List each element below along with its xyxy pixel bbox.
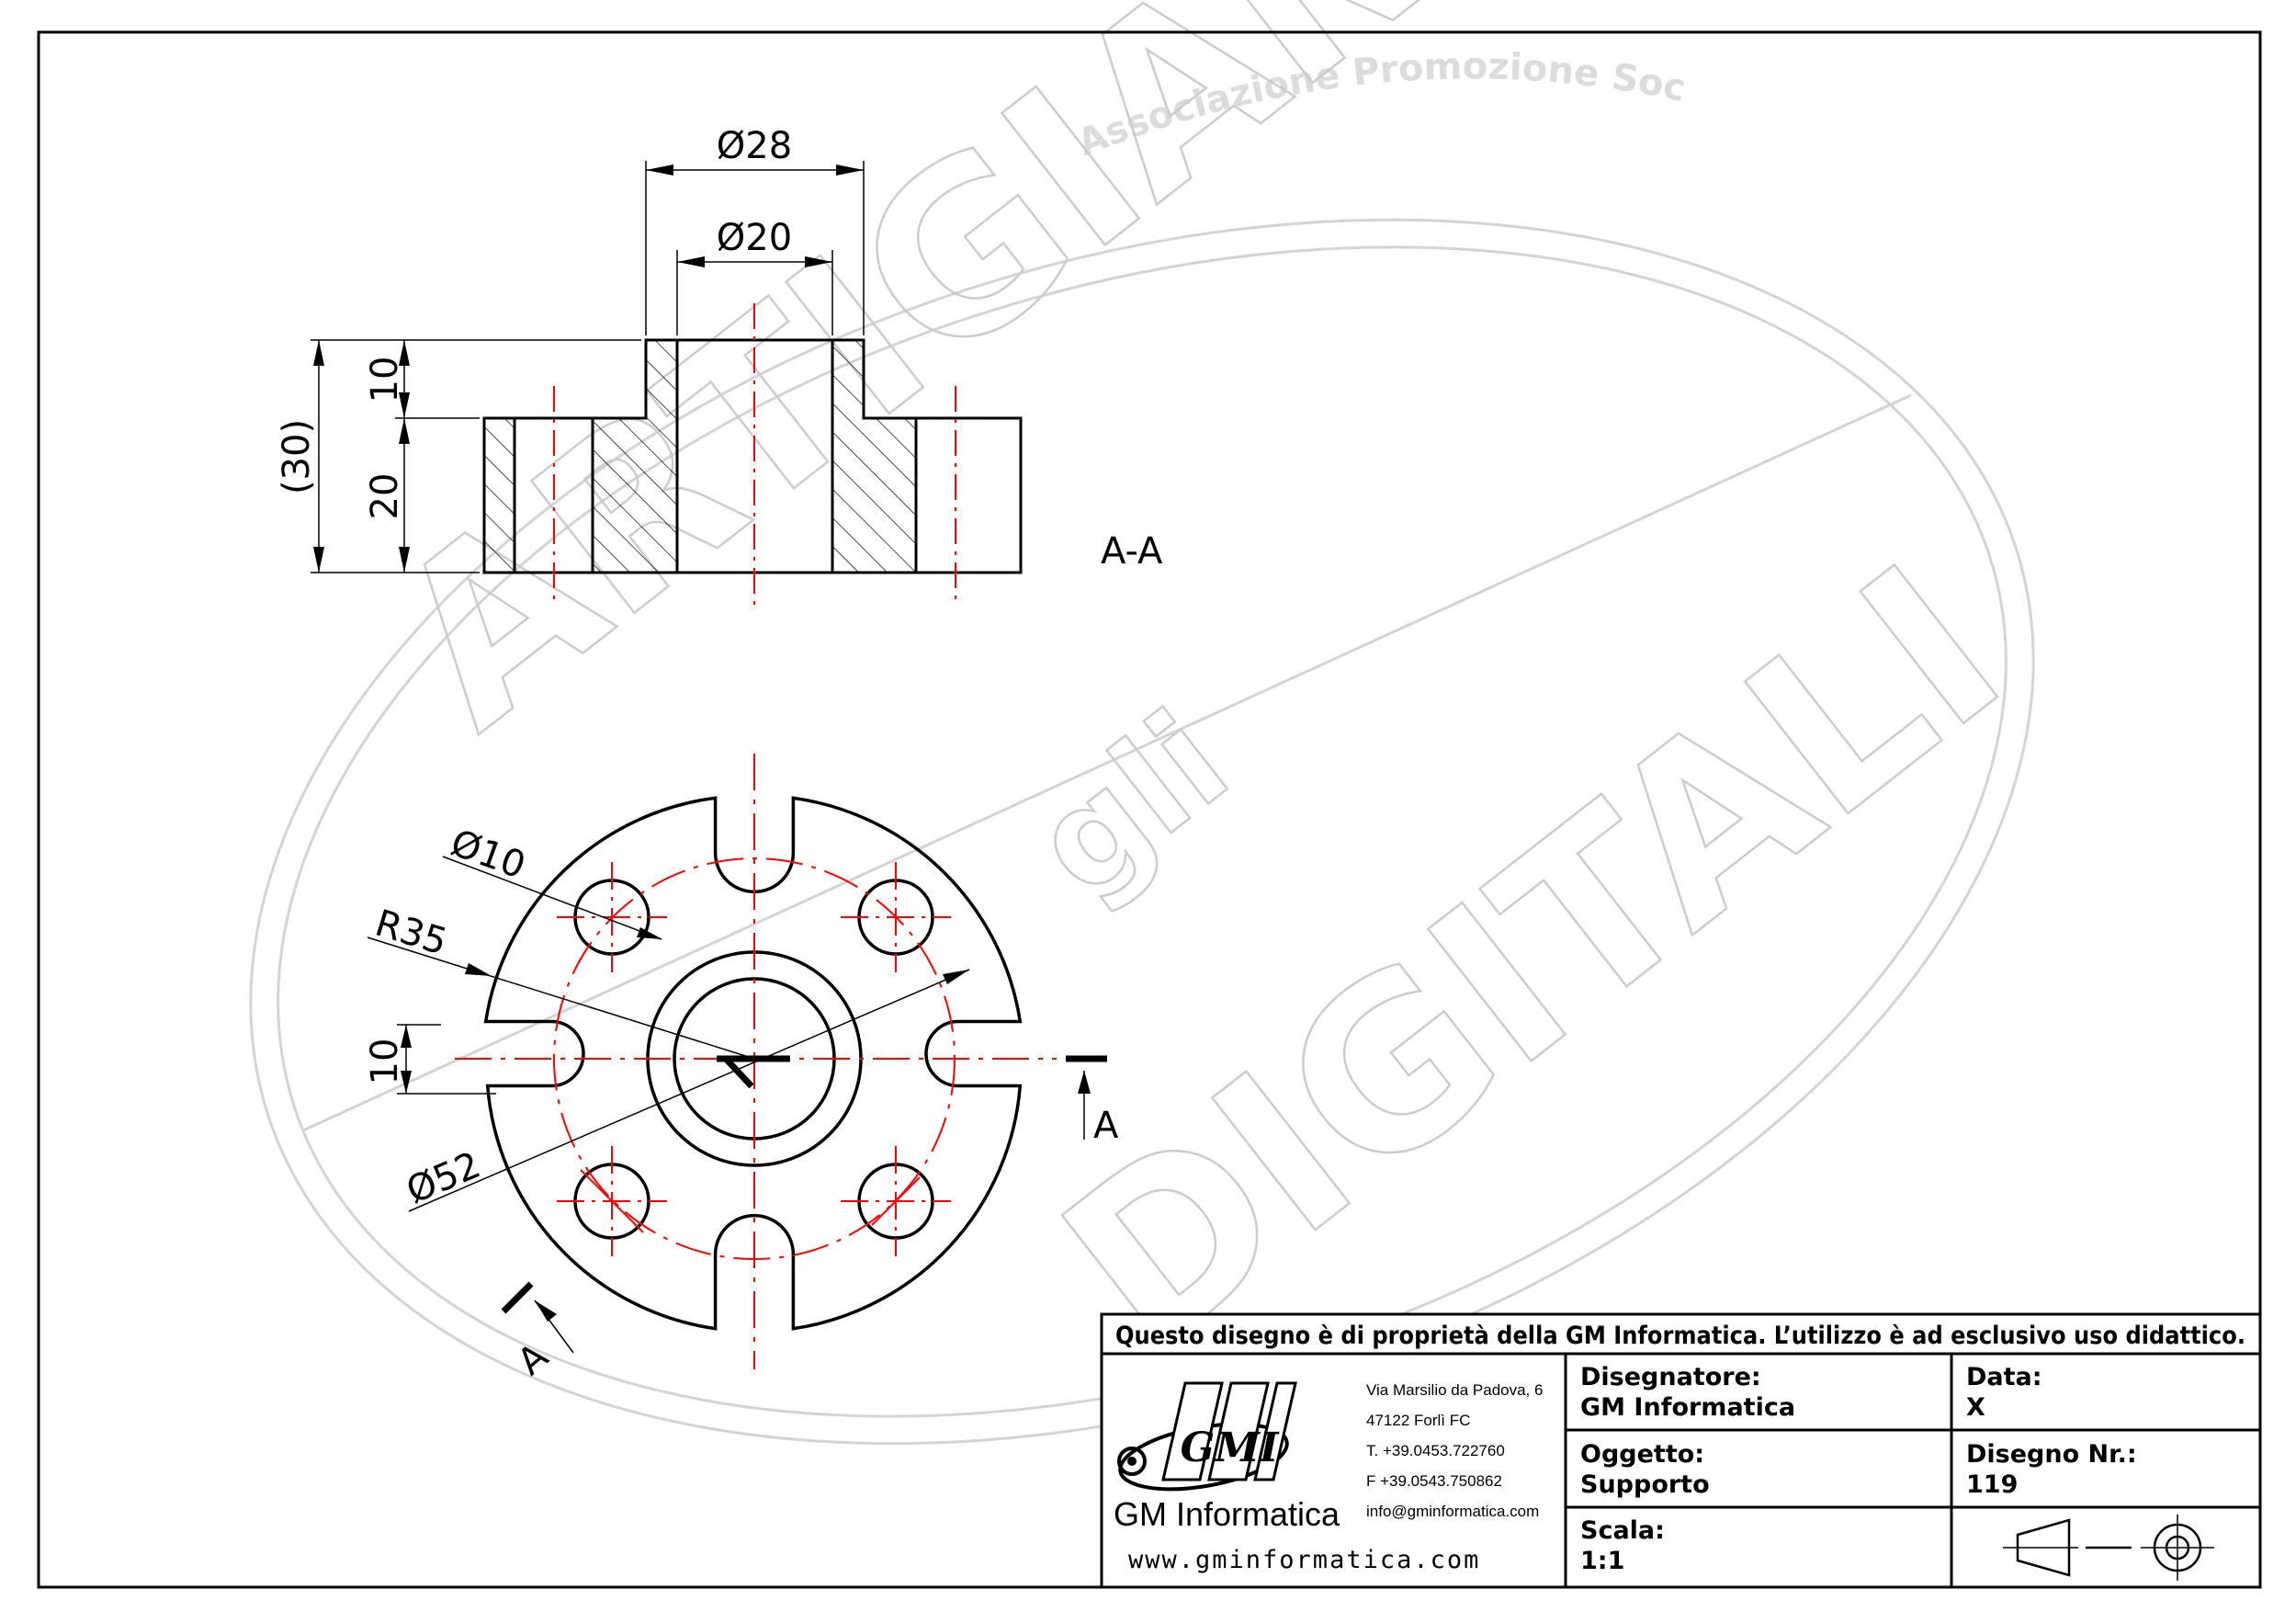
arrow-slot-top (401, 1025, 412, 1048)
company-logo: GMI (1117, 1381, 1297, 1492)
object-label: Oggetto: (1580, 1440, 1704, 1469)
title-block-frame (1100, 1312, 2262, 1589)
dim-h20: 20 (364, 473, 406, 520)
arrow-d28-left (646, 165, 673, 176)
leader-r35 (367, 936, 755, 1060)
arrow-slot-bottom (401, 1071, 412, 1094)
scale-value: 1:1 (1580, 1547, 1624, 1575)
scale-label: Scala: (1580, 1516, 1665, 1545)
hole-cl-br-diag (871, 1176, 921, 1226)
top-view: Ø10 R35 Ø52 10 A A (364, 754, 1119, 1384)
address-phone: T. +39.0453.722760 (1366, 1442, 1505, 1459)
arrow-h20-top (399, 418, 410, 444)
dim-h10: 10 (364, 357, 406, 403)
watermark-word-mid: gli (1006, 682, 1257, 927)
arrow-d52 (943, 970, 969, 984)
drawing-number-value: 119 (1966, 1470, 2018, 1499)
leader-d10 (442, 856, 662, 940)
date-value: X (1966, 1393, 1985, 1422)
designer-label: Disegnatore: (1580, 1363, 1761, 1391)
dim-h30: (30) (276, 419, 318, 494)
section-view-a-a: Ø28 Ø20 10 20 (30) A-A (276, 125, 1163, 611)
arrow-h10-top (399, 340, 410, 366)
dim-d52: Ø52 (401, 1144, 487, 1213)
address-email: info@gminformatica.com (1366, 1503, 1539, 1520)
flange-outline-with-slots (483, 796, 1023, 1331)
logo-bar-2 (1207, 1381, 1270, 1481)
dim-d28: Ø28 (717, 125, 792, 167)
logo-dot-inner (1127, 1457, 1137, 1466)
arrow-h30-top (313, 340, 324, 366)
dim-r35: R35 (370, 902, 452, 964)
projection-symbol-icon (2003, 1515, 2214, 1581)
cut-arrow-right-head (1078, 1071, 1091, 1094)
cut-plane-center-diag (723, 1056, 754, 1089)
logo-bar-1 (1161, 1381, 1224, 1481)
company-name: GM Informatica (1114, 1495, 1340, 1533)
address-line-1: Via Marsilio da Padova, 6 (1366, 1381, 1543, 1399)
drawing-number-label: Disegno Nr.: (1966, 1440, 2137, 1469)
watermark-diagonal-line (302, 393, 1912, 1132)
projection-cone (2016, 1518, 2071, 1577)
arrow-h20-bottom (399, 547, 410, 573)
cut-arrow-left-head (535, 1300, 557, 1322)
logo-dot (1117, 1447, 1147, 1476)
date-label: Data: (1966, 1363, 2042, 1391)
hole-cl-bl-diag (580, 1169, 644, 1233)
arrow-d20-right (805, 256, 832, 267)
arrow-d10 (637, 927, 662, 939)
hatch-left-flange (484, 418, 515, 573)
dim-d20: Ø20 (717, 217, 792, 259)
address-line-2: 47122 Forlì FC (1366, 1412, 1470, 1429)
hatch-left-hub (593, 340, 677, 573)
arrow-h30-bottom (313, 547, 324, 573)
cut-label-right: A (1093, 1105, 1119, 1147)
section-label: A-A (1101, 530, 1163, 573)
section-outline (482, 338, 1023, 574)
dim-d10: Ø10 (446, 822, 531, 887)
arrow-d28-right (836, 165, 864, 176)
logo-bar-3 (1253, 1381, 1297, 1481)
logo-text: GMI (1181, 1424, 1280, 1471)
arrow-d20-left (677, 256, 705, 267)
cut-plane-left (501, 1281, 534, 1314)
arrow-h10-bottom (399, 392, 410, 418)
object-value: Supporto (1580, 1470, 1710, 1499)
title-block-header: Questo disegno è di proprietà della GM I… (1115, 1322, 2245, 1350)
hatch-right-hub (832, 340, 916, 573)
designer-value: GM Informatica (1580, 1393, 1795, 1422)
watermark-word-top: ARTIGIANI (346, 0, 1548, 777)
arrow-r35 (465, 963, 492, 976)
address-fax: F +39.0543.750862 (1366, 1472, 1502, 1490)
leader-d52 (408, 969, 970, 1212)
dim-slot10: 10 (364, 1038, 406, 1085)
company-website: www.gminformatica.com (1128, 1546, 1480, 1574)
title-block: Questo disegno è di proprietà della GM I… (1100, 1312, 2262, 1589)
